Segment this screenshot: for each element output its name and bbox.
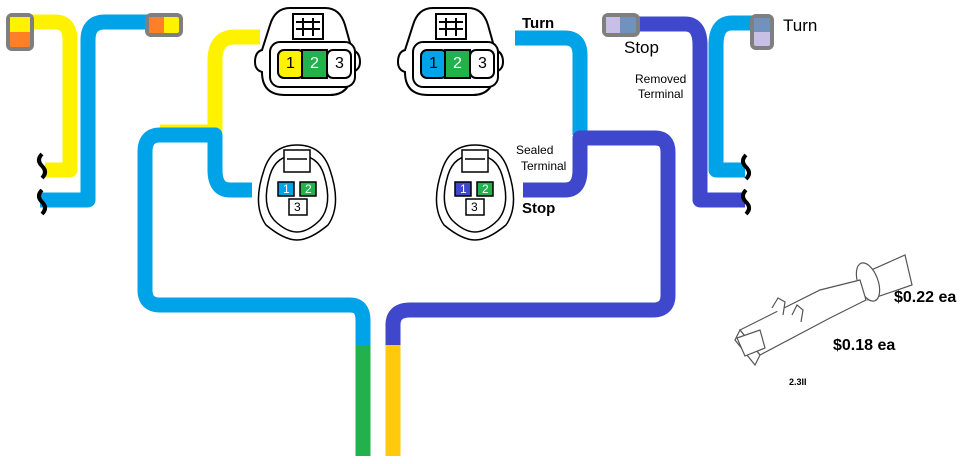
terminal-size: 2.3II (789, 377, 807, 387)
wire-darkblue-stop (385, 130, 676, 346)
squiggle-icon (741, 188, 751, 216)
connector-3pin-bottom-left (257, 144, 337, 241)
wire-lightblue-right (708, 15, 752, 178)
price-seal: $0.22 ea (894, 289, 957, 306)
pin-label: 2 (453, 55, 462, 72)
terminal-drawing (734, 254, 913, 367)
wire-blue-left (40, 14, 150, 208)
wire-blue-center (137, 127, 371, 346)
pin-label: 1 (460, 182, 467, 196)
pin-label: 2 (310, 55, 319, 72)
wire-yellow-left (18, 14, 78, 178)
wire-darkblue-right (638, 16, 745, 208)
pin-label: 3 (478, 55, 487, 72)
label-turn: Turn (522, 15, 555, 32)
pin-label: 2 (482, 182, 489, 196)
label-removed-terminal: Terminal (638, 87, 684, 101)
wire-lightblue-turn (515, 30, 588, 135)
label-sealed-terminal: Terminal (521, 159, 567, 173)
pin-label: 1 (286, 55, 295, 72)
pin-label: 3 (294, 200, 301, 214)
label-removed: Removed (635, 72, 687, 86)
pin-label: 3 (471, 200, 478, 214)
squiggle-icon (37, 188, 47, 216)
label-turn-right: Turn (783, 16, 818, 35)
label-sealed: Sealed (516, 143, 554, 157)
label-stop: Stop (522, 200, 556, 217)
connector-3pin-bottom-right (435, 144, 515, 241)
price-terminal: $0.18 ea (833, 337, 896, 354)
pin-label: 3 (335, 55, 344, 72)
pin-label: 1 (283, 182, 290, 196)
label-stop-right: Stop (624, 38, 659, 57)
wire-yellow-center (160, 29, 260, 140)
pin-label: 2 (305, 182, 312, 196)
squiggle-icon (741, 153, 751, 181)
connector-3pin-top-right (396, 7, 505, 96)
squiggle-icon (37, 152, 47, 180)
connector-3pin-top-left (253, 7, 362, 96)
pin-label: 1 (429, 55, 438, 72)
